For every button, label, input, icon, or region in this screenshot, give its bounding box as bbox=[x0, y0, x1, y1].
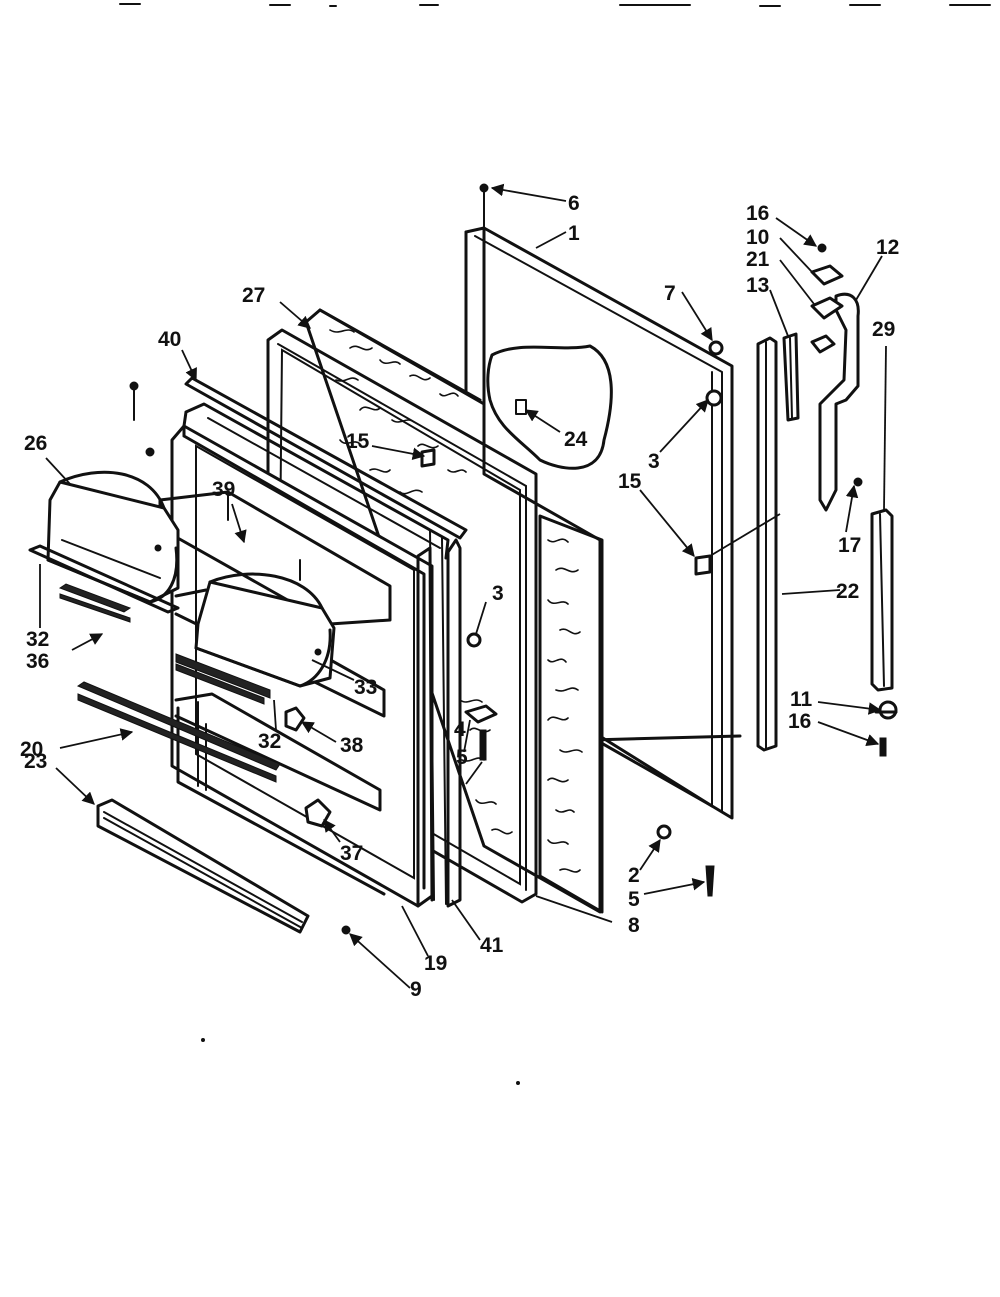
callout-5-middle: 5 bbox=[456, 746, 468, 769]
callout-labels: 1 6 7 3 15 24 16 10 21 13 12 29 17 22 11… bbox=[20, 192, 899, 1001]
callout-23: 23 bbox=[24, 750, 47, 773]
leader-lines bbox=[39, 183, 887, 989]
callout-8: 8 bbox=[628, 914, 640, 937]
callout-22: 22 bbox=[836, 580, 859, 603]
callout-21: 21 bbox=[746, 248, 770, 271]
callout-41: 41 bbox=[480, 934, 504, 957]
scan-artifacts bbox=[119, 3, 991, 1085]
callout-33: 33 bbox=[354, 676, 377, 699]
callout-11: 11 bbox=[790, 688, 813, 711]
callout-38: 38 bbox=[340, 734, 364, 757]
callout-9: 9 bbox=[410, 978, 422, 1001]
callout-29: 29 bbox=[872, 318, 895, 341]
callout-26: 26 bbox=[24, 432, 47, 455]
bottom-bar-part-23 bbox=[96, 798, 310, 934]
callout-32-middle: 32 bbox=[258, 730, 281, 753]
retainer-bar-part-32-36 bbox=[28, 544, 180, 623]
hinge-part-12 bbox=[818, 292, 860, 512]
door-bin-part-33 bbox=[194, 572, 336, 688]
callout-24: 24 bbox=[564, 428, 588, 451]
callout-39: 39 bbox=[212, 478, 235, 501]
callout-27: 27 bbox=[242, 284, 265, 307]
callout-36: 36 bbox=[26, 650, 49, 673]
callout-16-top: 16 bbox=[746, 202, 769, 225]
callout-10: 10 bbox=[746, 226, 769, 249]
callout-15-right: 15 bbox=[618, 470, 642, 493]
gasket-strips-part-19-41 bbox=[416, 546, 434, 908]
retainer-bar-part-32 bbox=[175, 653, 271, 705]
callout-15-left: 15 bbox=[346, 430, 370, 453]
callout-32-left: 32 bbox=[26, 628, 49, 651]
callout-20: 20 bbox=[20, 738, 43, 761]
callout-3-middle: 3 bbox=[492, 582, 504, 605]
callout-4: 4 bbox=[454, 718, 466, 741]
callout-37: 37 bbox=[340, 842, 363, 865]
callout-16-bottom: 16 bbox=[788, 710, 811, 733]
clips-part-37-38 bbox=[284, 706, 332, 828]
trim-strip-part-22 bbox=[756, 336, 778, 752]
callout-2: 2 bbox=[628, 864, 640, 887]
callout-19: 19 bbox=[424, 952, 447, 975]
strip-part-29 bbox=[870, 508, 894, 692]
callout-1: 1 bbox=[568, 222, 580, 245]
callout-40: 40 bbox=[158, 328, 181, 351]
retainer-bar-part-20 bbox=[76, 681, 281, 783]
callout-5-right: 5 bbox=[628, 888, 640, 911]
hardware-screws bbox=[129, 183, 887, 935]
callout-3-top: 3 bbox=[648, 450, 660, 473]
strip-part-13 bbox=[782, 332, 800, 422]
callout-12: 12 bbox=[876, 236, 899, 259]
hinge-parts-10-21 bbox=[810, 264, 844, 354]
door-bin-part-26 bbox=[46, 470, 180, 604]
callout-17: 17 bbox=[838, 534, 861, 557]
callout-7: 7 bbox=[664, 282, 676, 305]
callout-6: 6 bbox=[568, 192, 580, 215]
callout-13: 13 bbox=[746, 274, 769, 297]
